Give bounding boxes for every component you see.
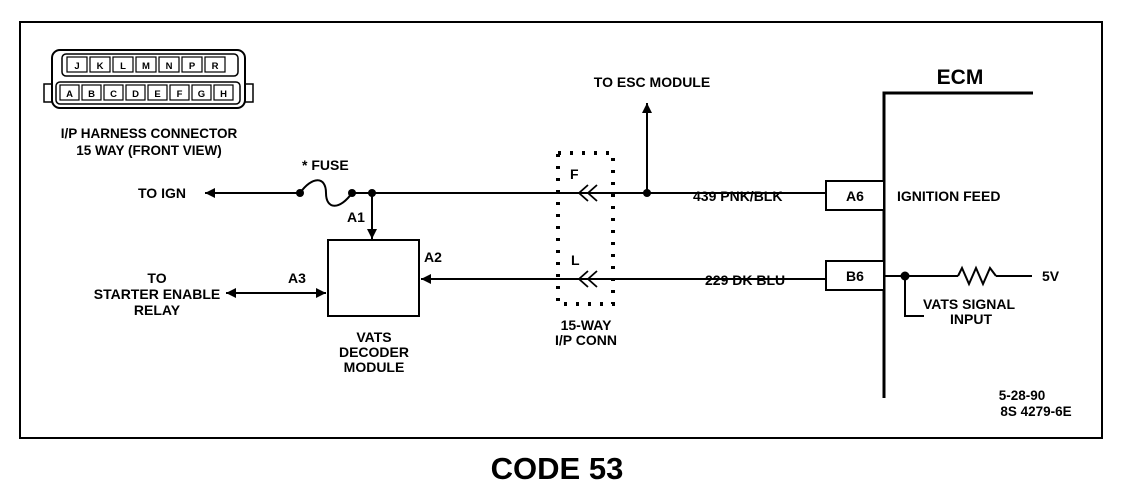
ip-harness-connector: J K L M N P R A B C D E F G H	[43, 49, 254, 109]
volt-label: 5V	[1042, 268, 1060, 284]
to-ign-label: TO IGN	[138, 185, 186, 201]
conn-label-line2: I/P CONN	[555, 332, 617, 348]
connector-pin-label: K	[97, 61, 104, 72]
vats-label-line2: DECODER	[339, 344, 409, 360]
connector-pin-cell	[169, 84, 190, 101]
wire2-label: 229 DK BLU	[705, 272, 785, 288]
ecm-label: ECM	[937, 66, 984, 89]
vats-signal-label-line2: INPUT	[950, 311, 992, 327]
ignition-feed-label: IGNITION FEED	[897, 188, 1000, 204]
starter-label-line1: TO	[147, 270, 166, 286]
connector-pin-label: M	[142, 61, 150, 72]
connector-pin-label: G	[198, 89, 205, 100]
connector-pin-label: H	[220, 89, 227, 100]
connector-pin-label: J	[74, 61, 79, 72]
connector-bottom-pin-row: A B C D E F G H	[59, 84, 234, 101]
connector-pin-cell	[213, 84, 234, 101]
wire1-label: 439 PNK/BLK	[693, 188, 782, 204]
connector-pin-cell	[191, 84, 212, 101]
connector-pin-cell	[66, 56, 88, 73]
date-label: 5-28-90	[999, 388, 1046, 403]
connector-pin-cell	[59, 84, 80, 101]
diagram-caption: CODE 53	[491, 451, 624, 486]
pin-l-symbol	[577, 270, 598, 288]
conn-label-line1: 15-WAY	[561, 317, 613, 333]
connector-pin-cell	[81, 84, 102, 101]
b6-label: B6	[846, 268, 864, 284]
connector-pin-label: N	[166, 61, 173, 72]
connector-pin-cell	[158, 56, 180, 73]
a2-label: A2	[424, 249, 442, 265]
connector-pin-label: R	[212, 61, 219, 72]
starter-label-line2: STARTER ENABLE	[94, 286, 221, 302]
connector-pin-cell	[125, 84, 146, 101]
connector-pin-label: B	[88, 89, 95, 100]
connector-label-line1: I/P HARNESS CONNECTOR	[61, 126, 238, 141]
connector-pin-label: F	[177, 89, 183, 100]
ecm-pin-a6	[825, 180, 885, 211]
connector-pin-label: C	[110, 89, 117, 100]
vats-label-line3: MODULE	[344, 359, 405, 375]
connector-pin-cell	[204, 56, 226, 73]
connector-pin-label: D	[132, 89, 139, 100]
connector-pin-cell	[147, 84, 168, 101]
signal-leader	[904, 276, 924, 317]
ecm-boundary	[882, 91, 1033, 398]
vats-decoder-module	[327, 239, 420, 317]
connector-pin-label: A	[66, 89, 73, 100]
connector-pin-cell	[112, 56, 134, 73]
connector-label-line2: 15 WAY (FRONT VIEW)	[76, 143, 222, 158]
connector-pin-label: E	[154, 89, 160, 100]
pin-f-symbol	[577, 184, 598, 202]
connector-pin-label: P	[189, 61, 196, 72]
fuse-symbol	[299, 179, 353, 207]
connector-pin-cell	[89, 56, 111, 73]
pin-l-label: L	[571, 252, 580, 268]
fuse-label: * FUSE	[302, 157, 349, 173]
vats-signal-label-line1: VATS SIGNAL	[923, 296, 1015, 312]
vats-label-line1: VATS	[356, 329, 391, 345]
connector-pin-label: L	[120, 61, 126, 72]
a3-label: A3	[288, 270, 306, 286]
connector-pin-cell	[135, 56, 157, 73]
pullup-resistor	[957, 265, 997, 287]
a6-label: A6	[846, 188, 864, 204]
connector-pin-cell	[103, 84, 124, 101]
ref-label: 8S 4279-6E	[1000, 404, 1071, 419]
ip-conn-15way	[556, 151, 615, 306]
connector-pin-cell	[181, 56, 203, 73]
diagram-frame	[19, 21, 1103, 439]
to-esc-label: TO ESC MODULE	[594, 74, 710, 90]
a1-label: A1	[347, 209, 365, 225]
pin-f-label: F	[570, 166, 579, 182]
ecm-pin-b6	[825, 260, 885, 291]
starter-label-line3: RELAY	[134, 302, 181, 318]
